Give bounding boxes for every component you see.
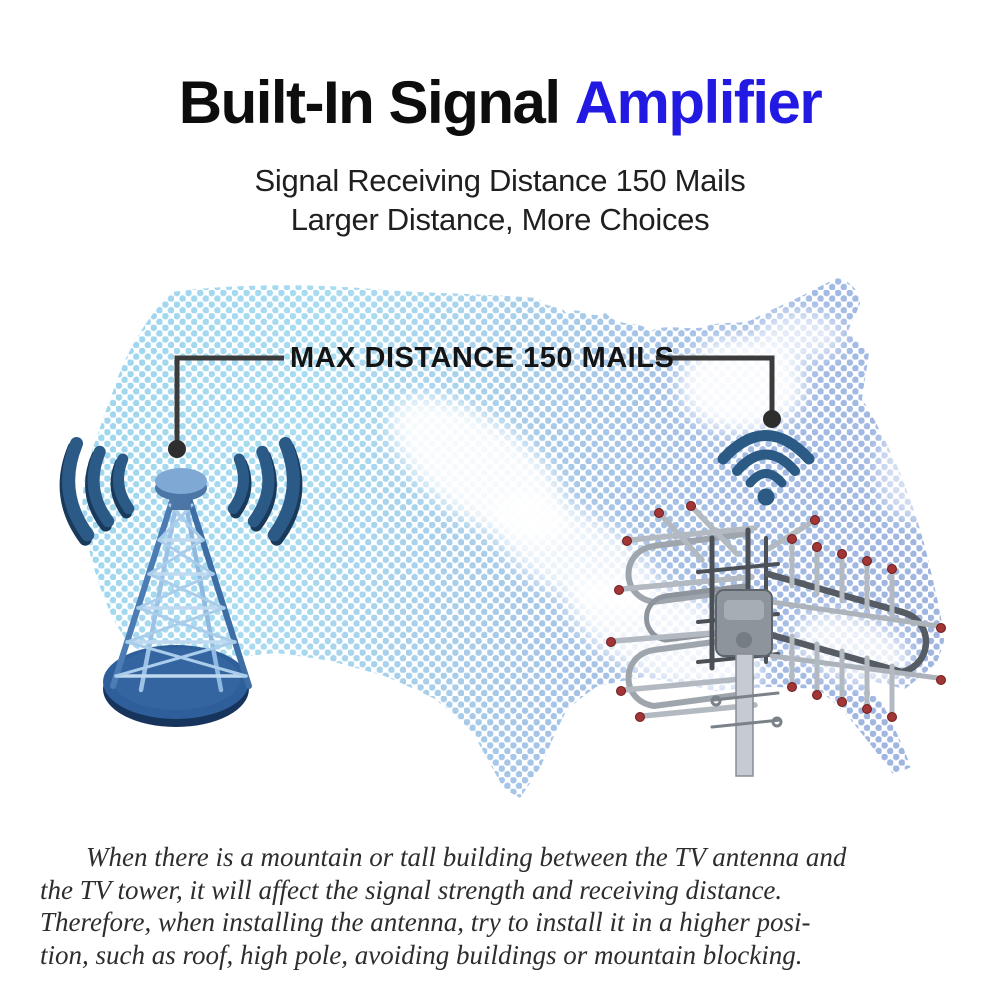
- footer-paragraph: When there is a mountain or tall buildin…: [40, 841, 965, 971]
- antenna-red-tips: [606, 501, 946, 722]
- subtitle-line-1: Signal Receiving Distance 150 Mails: [254, 163, 746, 198]
- signal-waves-left-icon: [59, 437, 135, 546]
- broadcast-tower-icon: [103, 468, 252, 727]
- max-distance-callout-label: MAX DISTANCE 150 MAILS: [290, 342, 675, 374]
- paragraph-line-2: the TV tower, it will affect the signal …: [40, 874, 783, 905]
- tv-antenna-illustration: [606, 501, 946, 777]
- title-black-part: Built-In Signal: [178, 69, 561, 136]
- page-title: Built-In Signal Amplifier: [0, 68, 1000, 137]
- callout-connector-right: [656, 355, 781, 428]
- callout-connector-left: [168, 355, 284, 458]
- signal-waves-right-icon: [227, 437, 303, 546]
- paragraph-line-4: tion, such as roof, high pole, avoiding …: [40, 939, 803, 970]
- title-accent-part: Amplifier: [574, 69, 823, 136]
- wifi-icon: [717, 430, 815, 506]
- paragraph-line-3: Therefore, when installing the antenna, …: [40, 907, 811, 937]
- paragraph-line-1: When there is a mountain or tall buildin…: [86, 842, 847, 872]
- subtitle-line-2: Larger Distance, More Choices: [290, 202, 710, 237]
